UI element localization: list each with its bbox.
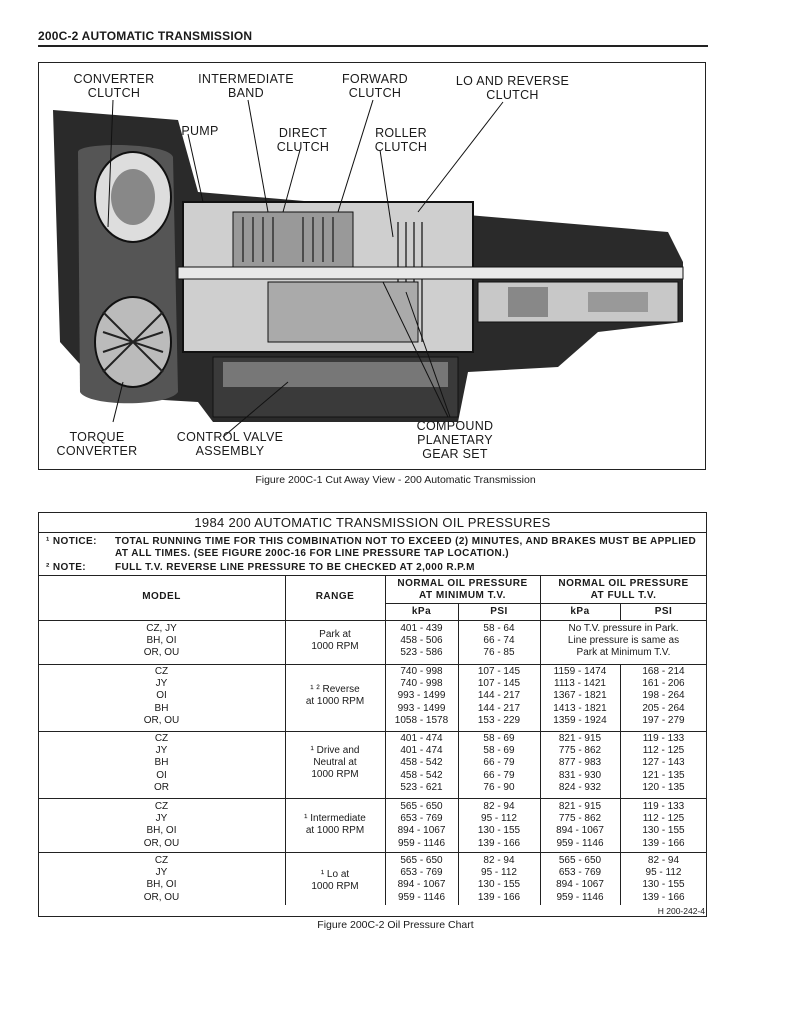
label-lo-reverse-clutch: LO AND REVERSE CLUTCH (455, 74, 570, 102)
header-full-tv: NORMAL OIL PRESSURE AT FULL T.V. (558, 578, 689, 601)
header-psi-min: PSI (490, 606, 508, 617)
notice1-label: ¹ NOTICE: (46, 536, 97, 547)
page-header-title: 200C-2 AUTOMATIC TRANSMISSION (38, 29, 253, 43)
header-model: MODEL (142, 591, 181, 602)
table-row-drive-min-psi: 58 - 69 58 - 69 66 - 79 66 - 79 76 - 90 (483, 733, 515, 793)
table-row-intermediate-full-kpa: 821 - 915 775 - 862 894 - 1067 959 - 114… (556, 801, 604, 849)
figure1-caption: Figure 200C-1 Cut Away View - 200 Automa… (255, 474, 536, 486)
table-row-park-min-psi: 58 - 64 66 - 74 76 - 85 (483, 623, 515, 659)
notice1-text: TOTAL RUNNING TIME FOR THIS COMBINATION … (115, 536, 697, 559)
table-row-park-full-note: No T.V. pressure in Park. Line pressure … (567, 623, 680, 659)
label-roller-clutch: ROLLER CLUTCH (374, 126, 428, 154)
header-kpa-min: kPa (411, 606, 432, 617)
table-row-reverse-min-kpa: 740 - 998 740 - 998 993 - 1499 993 - 149… (394, 666, 449, 726)
label-compound-planetary-gear-set: COMPOUND PLANETARY GEAR SET (416, 419, 494, 461)
table-row-intermediate-full-psi: 119 - 133 112 - 125 130 - 155 139 - 166 (642, 801, 685, 849)
label-converter-clutch: CONVERTER CLUTCH (73, 72, 155, 100)
oil-pressure-table-frame (38, 512, 707, 917)
table-row-reverse-min-psi: 107 - 145 107 - 145 144 - 217 144 - 217 … (477, 666, 521, 726)
label-intermediate-band: INTERMEDIATE BAND (198, 72, 294, 100)
table-row-drive-full-psi: 119 - 133 112 - 125 127 - 143 121 - 135 … (642, 733, 685, 793)
header-min-tv: NORMAL OIL PRESSURE AT MINIMUM T.V. (397, 578, 528, 601)
table-row-reverse-full-kpa: 1159 - 1474 1113 - 1421 1367 - 1821 1413… (553, 666, 607, 726)
notice2-text: FULL T.V. REVERSE LINE PRESSURE TO BE CH… (115, 562, 475, 573)
label-control-valve-assembly: CONTROL VALVE ASSEMBLY (176, 430, 284, 458)
table-row-lo-full-kpa: 565 - 650 653 - 769 894 - 1067 959 - 114… (556, 855, 604, 903)
table-row-drive-models: CZ JY BH OI OR (154, 733, 169, 793)
figure2-caption: Figure 200C-2 Oil Pressure Chart (317, 919, 474, 931)
transmission-cutaway-illustration (53, 99, 684, 438)
figure-reference-code: H 200-242-4 (657, 906, 705, 916)
figure1-frame (38, 62, 706, 470)
table-row-lo-full-psi: 82 - 94 95 - 112 130 - 155 139 - 166 (642, 855, 685, 903)
header-kpa-full: kPa (570, 606, 590, 617)
table-row-drive-min-kpa: 401 - 474 401 - 474 458 - 542 458 - 542 … (400, 733, 443, 793)
table-row-intermediate-range: ¹ Intermediate at 1000 RPM (304, 813, 366, 837)
header-rule (38, 45, 708, 47)
table-row-intermediate-min-psi: 82 - 94 95 - 112 130 - 155 139 - 166 (477, 801, 521, 849)
header-psi-full: PSI (654, 606, 673, 617)
label-forward-clutch: FORWARD CLUTCH (342, 72, 408, 100)
table-row-intermediate-min-kpa: 565 - 650 653 - 769 894 - 1067 959 - 114… (397, 801, 446, 849)
table-row-lo-models: CZ JY BH, OI OR, OU (143, 855, 180, 903)
table-row-intermediate-models: CZ JY BH, OI OR, OU (143, 801, 180, 849)
notice2-label: ² NOTE: (46, 562, 87, 573)
table-row-reverse-models: CZ JY OI BH OR, OU (143, 666, 180, 726)
table-row-park-models: CZ, JY BH, OI OR, OU (143, 623, 180, 659)
table-title: 1984 200 AUTOMATIC TRANSMISSION OIL PRES… (194, 515, 551, 530)
table-row-reverse-range: ¹ ² Reverse at 1000 RPM (305, 684, 365, 708)
label-torque-converter: TORQUE CONVERTER (56, 430, 138, 458)
table-row-lo-min-kpa: 565 - 650 653 - 769 894 - 1067 959 - 114… (397, 855, 446, 903)
table-row-drive-full-kpa: 821 - 915 775 - 862 877 - 983 831 - 930 … (558, 733, 602, 793)
table-row-park-range: Park at 1000 RPM (311, 629, 359, 653)
label-pump: PUMP (181, 124, 219, 138)
table-row-drive-range: ¹ Drive and Neutral at 1000 RPM (310, 745, 360, 781)
header-range: RANGE (315, 591, 355, 602)
table-row-lo-min-psi: 82 - 94 95 - 112 130 - 155 139 - 166 (477, 855, 521, 903)
table-row-park-min-kpa: 401 - 439 458 - 506 523 - 586 (400, 623, 443, 659)
table-row-lo-range: ¹ Lo at 1000 RPM (311, 869, 359, 893)
label-direct-clutch: DIRECT CLUTCH (276, 126, 330, 154)
table-row-reverse-full-psi: 168 - 214 161 - 206 198 - 264 205 - 264 … (642, 666, 685, 726)
